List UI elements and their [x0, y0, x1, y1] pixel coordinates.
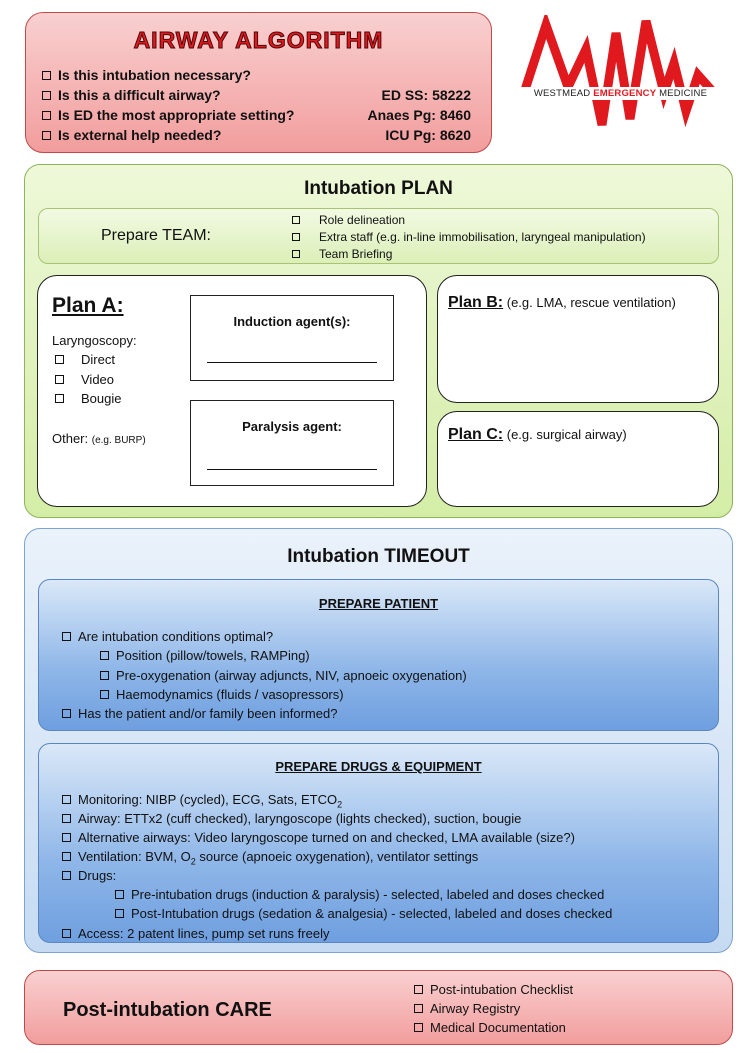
care-item: Medical Documentation: [414, 1020, 566, 1035]
prepare-patient-box: PREPARE PATIENT Are intubation condition…: [38, 579, 719, 731]
checkbox-icon[interactable]: [55, 355, 64, 365]
plan-a-box: Plan A: Laryngoscopy: Direct Video Bougi…: [37, 275, 427, 507]
contact-ed: ED SS: 58222: [381, 87, 472, 103]
other-label: Other: (e.g. BURP): [52, 431, 146, 446]
checkbox-icon[interactable]: [62, 795, 71, 805]
checkbox-icon[interactable]: [55, 375, 64, 385]
paralysis-agent-field[interactable]: [207, 469, 377, 470]
checkbox-icon[interactable]: [62, 929, 71, 939]
checklist-subitem: Pre-oxygenation (airway adjuncts, NIV, a…: [100, 668, 467, 683]
checklist-item: Alternative airways: Video laryngoscope …: [62, 830, 575, 845]
checklist-item: Monitoring: NIBP (cycled), ECG, Sats, ET…: [62, 792, 342, 810]
laryngoscopy-option: Video: [55, 372, 114, 387]
checkbox-icon[interactable]: [414, 1004, 423, 1014]
checkbox-icon[interactable]: [62, 871, 71, 881]
care-title: Post-intubation CARE: [63, 999, 272, 1021]
plan-title: Intubation PLAN: [304, 178, 453, 199]
plan-a-title: Plan A:: [52, 294, 124, 317]
laryngoscopy-label: Laryngoscopy:: [52, 333, 137, 348]
prepare-team-box: Prepare TEAM: Role delineation Extra sta…: [38, 208, 719, 264]
checklist-subitem: Pre-intubation drugs (induction & paraly…: [115, 887, 604, 902]
checkbox-icon[interactable]: [62, 814, 71, 824]
checkbox-icon[interactable]: [62, 709, 71, 719]
checkbox-icon[interactable]: [100, 671, 109, 681]
logo-text: WESTMEAD EMERGENCY MEDICINE: [508, 87, 733, 100]
question-item: Is external help needed?: [42, 127, 221, 143]
induction-agent-box: Induction agent(s):: [190, 295, 394, 381]
checkbox-icon[interactable]: [42, 70, 51, 80]
page-title: AIRWAY ALGORITHM: [133, 27, 384, 54]
checkbox-icon[interactable]: [62, 632, 71, 642]
question-item: Is ED the most appropriate setting?: [42, 107, 294, 123]
team-item: Role delineation: [292, 213, 405, 227]
contact-icu: ICU Pg: 8620: [385, 127, 471, 143]
checklist-item: Are intubation conditions optimal?: [62, 629, 273, 644]
checkbox-icon[interactable]: [115, 890, 124, 900]
intubation-timeout-section: Intubation TIMEOUT PREPARE PATIENT Are i…: [24, 528, 733, 953]
laryngoscopy-option: Bougie: [55, 391, 121, 406]
checkbox-icon[interactable]: [42, 90, 51, 100]
plan-c-box: Plan C: (e.g. surgical airway): [437, 411, 719, 507]
paralysis-label: Paralysis agent:: [242, 419, 342, 434]
induction-agent-field[interactable]: [207, 362, 377, 363]
post-intubation-care-section: Post-intubation CARE Post-intubation Che…: [24, 970, 733, 1045]
care-item: Post-intubation Checklist: [414, 982, 573, 997]
plan-b-heading: Plan B: (e.g. LMA, rescue ventilation): [448, 294, 676, 311]
checklist-subitem: Haemodynamics (fluids / vasopressors): [100, 687, 344, 702]
plan-b-box: Plan B: (e.g. LMA, rescue ventilation): [437, 275, 719, 403]
question-item: Is this intubation necessary?: [42, 67, 251, 83]
checklist-item: Airway: ETTx2 (cuff checked), laryngosco…: [62, 811, 521, 826]
team-item: Team Briefing: [292, 247, 392, 261]
checkbox-icon[interactable]: [414, 985, 423, 995]
prepare-drugs-title: PREPARE DRUGS & EQUIPMENT: [275, 759, 482, 774]
checklist-subitem: Post-Intubation drugs (sedation & analge…: [115, 906, 612, 921]
checkbox-icon[interactable]: [55, 394, 64, 404]
checkbox-icon[interactable]: [62, 833, 71, 843]
induction-label: Induction agent(s):: [233, 314, 351, 329]
intubation-plan-section: Intubation PLAN Prepare TEAM: Role delin…: [24, 164, 733, 518]
logo-ecg-icon: [519, 10, 719, 128]
laryngoscopy-option: Direct: [55, 352, 115, 367]
contact-anaes: Anaes Pg: 8460: [367, 107, 472, 123]
checkbox-icon[interactable]: [100, 651, 109, 661]
team-item: Extra staff (e.g. in-line immobilisation…: [292, 230, 646, 244]
checkbox-icon[interactable]: [100, 690, 109, 700]
checklist-item: Access: 2 patent lines, pump set runs fr…: [62, 926, 329, 941]
team-label: Prepare TEAM:: [101, 227, 211, 244]
checkbox-icon[interactable]: [292, 232, 300, 241]
prepare-drugs-box: PREPARE DRUGS & EQUIPMENT Monitoring: NI…: [38, 743, 719, 943]
airway-algorithm-header: AIRWAY ALGORITHM Is this intubation nece…: [25, 12, 492, 153]
checkbox-icon[interactable]: [62, 852, 71, 862]
checkbox-icon[interactable]: [42, 110, 51, 120]
question-item: Is this a difficult airway?: [42, 87, 221, 103]
checklist-item: Ventilation: BVM, O2 source (apnoeic oxy…: [62, 849, 478, 867]
checkbox-icon[interactable]: [292, 215, 300, 224]
paralysis-agent-box: Paralysis agent:: [190, 400, 394, 486]
checkbox-icon[interactable]: [414, 1023, 423, 1033]
checklist-subitem: Position (pillow/towels, RAMPing): [100, 648, 310, 663]
care-item: Airway Registry: [414, 1001, 520, 1016]
checklist-item: Drugs:: [62, 868, 116, 883]
plan-c-heading: Plan C: (e.g. surgical airway): [448, 426, 627, 443]
checkbox-icon[interactable]: [42, 130, 51, 140]
checkbox-icon[interactable]: [115, 909, 124, 919]
prepare-patient-title: PREPARE PATIENT: [318, 596, 439, 611]
timeout-title: Intubation TIMEOUT: [287, 546, 470, 567]
checklist-item: Has the patient and/or family been infor…: [62, 706, 337, 721]
checkbox-icon[interactable]: [292, 249, 300, 258]
westmead-logo: WESTMEAD EMERGENCY MEDICINE: [506, 10, 733, 153]
